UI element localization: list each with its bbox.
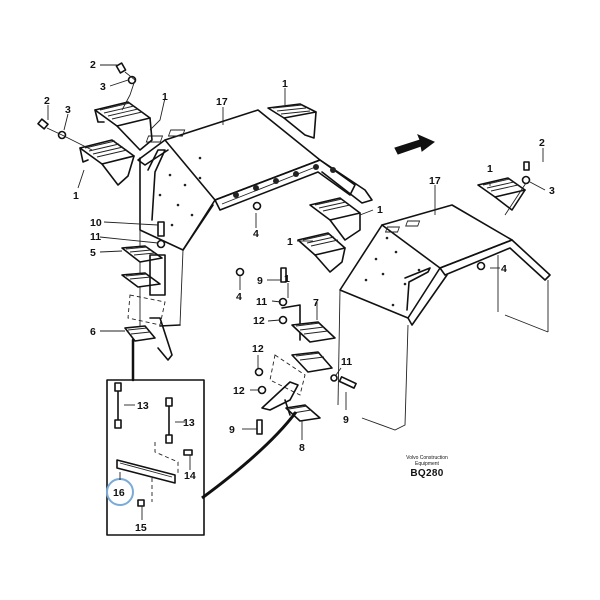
callout-9: 9 <box>257 275 263 287</box>
callout-11: 11 <box>341 356 352 368</box>
drawing-code: BQ280 <box>410 468 444 479</box>
callout-1: 1 <box>284 273 290 285</box>
callout-1: 1 <box>377 204 383 216</box>
callout-12: 12 <box>252 343 264 355</box>
callout-14: 14 <box>184 470 196 482</box>
callout-6: 6 <box>90 326 96 338</box>
callout-1: 1 <box>487 163 493 175</box>
callout-13: 13 <box>137 400 149 412</box>
step-ladder-5 <box>121 245 166 326</box>
forward-arrow-icon <box>394 134 435 155</box>
detail-box <box>106 338 298 536</box>
callout-5: 5 <box>90 247 96 259</box>
callout-1: 1 <box>282 78 288 90</box>
step-8 <box>261 381 321 422</box>
callout-12: 12 <box>233 385 245 397</box>
callout-11: 11 <box>90 231 101 243</box>
callout-15: 15 <box>135 522 147 534</box>
callout-8: 8 <box>299 442 305 454</box>
callout-2: 2 <box>44 95 50 107</box>
callout-labels: 2 3 1 2 3 1 17 1 2 3 1 17 1 1 1 10 11 5 … <box>44 59 555 534</box>
callout-1: 1 <box>287 236 293 248</box>
callout-4: 4 <box>236 291 242 303</box>
step-tread <box>297 232 346 273</box>
callout-4: 4 <box>253 228 259 240</box>
publisher-line-1: Volvo Construction <box>406 455 448 461</box>
callout-4: 4 <box>501 263 507 275</box>
publisher-line-2: Equipment <box>415 461 439 467</box>
step-tread <box>309 197 361 241</box>
callout-9: 9 <box>343 414 349 426</box>
left-fender <box>137 109 373 330</box>
callout-2: 2 <box>539 137 545 149</box>
callout-16: 16 <box>113 487 125 499</box>
step-ladder-7 <box>269 304 336 396</box>
callout-3: 3 <box>65 104 71 116</box>
callout-12: 12 <box>253 315 265 327</box>
right-fender <box>337 204 551 431</box>
step-tread-group <box>79 101 526 273</box>
callout-2: 2 <box>90 59 96 71</box>
callout-3: 3 <box>549 185 555 197</box>
callout-17: 17 <box>216 96 228 108</box>
callout-17: 17 <box>429 175 441 187</box>
drawing-caption: Volvo Construction Equipment BQ280 <box>397 455 457 479</box>
callout-1: 1 <box>162 91 168 103</box>
step-tread <box>79 139 135 186</box>
callout-1: 1 <box>73 190 79 202</box>
step-6 <box>124 317 173 361</box>
step-tread <box>477 177 526 211</box>
callout-9: 9 <box>229 424 235 436</box>
step-tread <box>267 103 317 139</box>
callout-10: 10 <box>90 217 102 229</box>
callout-11: 11 <box>256 296 267 308</box>
callout-7: 7 <box>313 297 319 309</box>
callout-13: 13 <box>183 417 195 429</box>
callout-3: 3 <box>100 81 106 93</box>
leader-lines <box>47 64 546 520</box>
fasteners <box>37 62 531 435</box>
